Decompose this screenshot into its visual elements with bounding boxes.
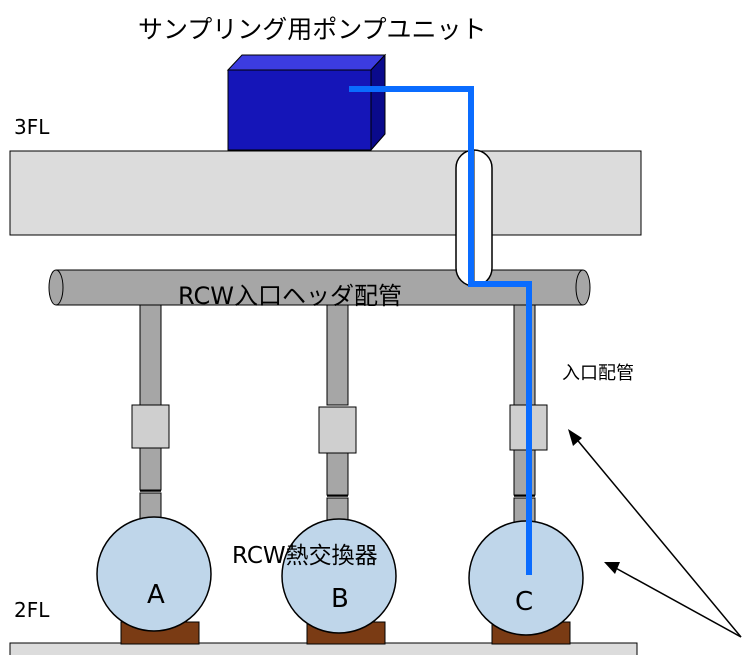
floor-label-2f: 2FL (14, 598, 50, 622)
unit-label-a: A (147, 580, 165, 610)
inlet-pipe-label: 入口配管 (562, 363, 634, 384)
unit-label-b: B (331, 584, 349, 614)
exchanger-b (281, 518, 397, 634)
pump-unit (226, 53, 387, 152)
branch-pipe-b (318, 304, 357, 527)
coupling-a (131, 404, 170, 449)
coupling-b (318, 406, 357, 454)
header-pipe-label: RCW入口ヘッダ配管 (178, 282, 402, 310)
header-pipe (48, 269, 591, 306)
branch-pipe-a (131, 304, 170, 526)
floor-slab-3f (9, 150, 642, 236)
unit-label-c: C (515, 587, 534, 617)
pump-unit-label: サンプリング用ポンプユニット (138, 15, 487, 44)
exchanger-a (96, 516, 212, 632)
floor-slab-2f (9, 642, 638, 655)
sampling-line (349, 86, 532, 575)
exchanger-label: RCW熱交換器 (232, 543, 378, 569)
callout-arrows (568, 429, 742, 638)
floor-label-3f: 3FL (14, 115, 50, 139)
